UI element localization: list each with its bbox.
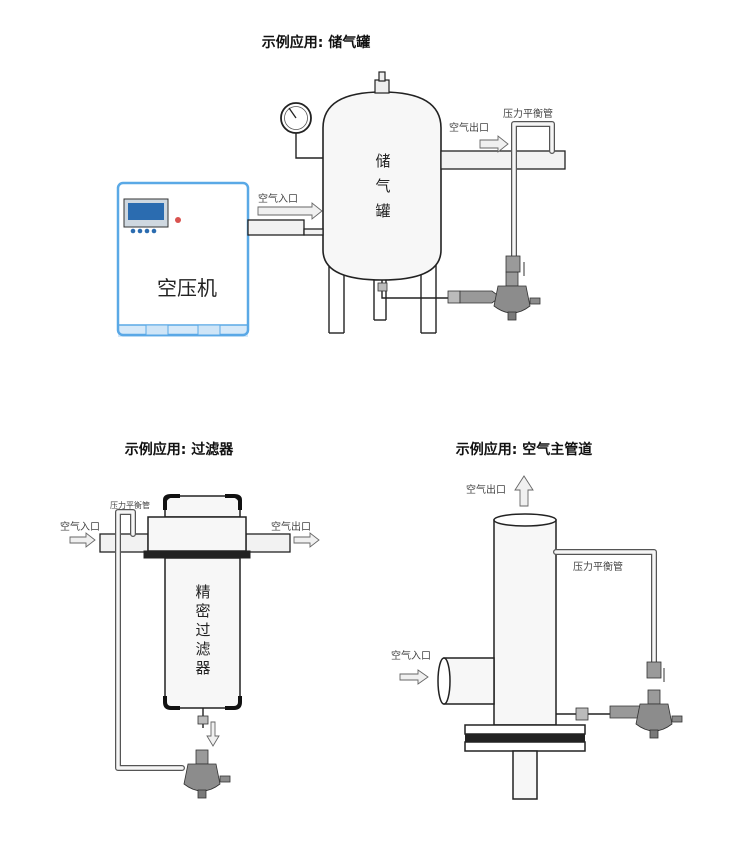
inlet-arrow-icon [257, 202, 323, 220]
pressure-gauge-icon [280, 102, 323, 159]
tank-balance-pipe-label: 压力平衡管 [503, 107, 553, 120]
compressor-label: 空压机 [157, 276, 217, 300]
main-air-inlet-label: 空气入口 [391, 649, 431, 662]
filter-inlet-arrow-icon [69, 532, 96, 548]
svg-text:罐: 罐 [375, 202, 390, 220]
svg-text:储: 储 [375, 152, 390, 170]
section-title-main-pipe: 示例应用: 空气主管道 [456, 441, 592, 458]
outlet-arrow-icon [479, 135, 509, 153]
main-drain-valve-icon [635, 689, 683, 739]
balance-pipe [511, 121, 555, 265]
filter-outlet-arrow-icon [293, 532, 320, 548]
tank-label: 储 气 罐 [375, 152, 390, 220]
svg-text:过: 过 [195, 621, 210, 639]
air-tank [322, 71, 442, 334]
filter-label: 精 密 过 滤 器 [195, 583, 210, 677]
svg-text:气: 气 [375, 177, 390, 195]
filter-drain-arrow-icon [206, 721, 220, 747]
main-outlet-arrow-icon [514, 475, 534, 507]
air-compressor [116, 181, 250, 337]
filter-balance-pipe-label: 压力平衡管 [110, 500, 150, 510]
section-title-tank: 示例应用: 储气罐 [262, 34, 370, 51]
main-inlet-arrow-icon [399, 669, 429, 685]
svg-text:精: 精 [195, 583, 210, 601]
filter-air-inlet-label: 空气入口 [60, 520, 100, 533]
svg-text:滤: 滤 [195, 640, 210, 658]
filter-outlet-pipe [245, 533, 291, 553]
main-balance-pipe-label: 压力平衡管 [573, 560, 623, 573]
filter-air-outlet-label: 空气出口 [271, 520, 311, 533]
indicator-light-icon [175, 217, 181, 223]
precision-filter [143, 494, 251, 710]
filter-drain-valve-icon [183, 749, 231, 799]
main-air-outlet-label: 空气出口 [466, 483, 506, 496]
svg-text:密: 密 [195, 602, 210, 620]
tank-air-outlet-label: 空气出口 [449, 121, 489, 134]
tank-air-inlet-label: 空气入口 [258, 192, 298, 205]
inlet-pipe [247, 219, 305, 236]
outlet-pipe [440, 150, 566, 170]
auto-drain-valve-icon [493, 271, 541, 321]
svg-text:器: 器 [195, 659, 210, 677]
section-title-filter: 示例应用: 过滤器 [125, 441, 234, 458]
filter-inlet-pipe [99, 533, 149, 553]
main-air-pipe [464, 513, 586, 800]
